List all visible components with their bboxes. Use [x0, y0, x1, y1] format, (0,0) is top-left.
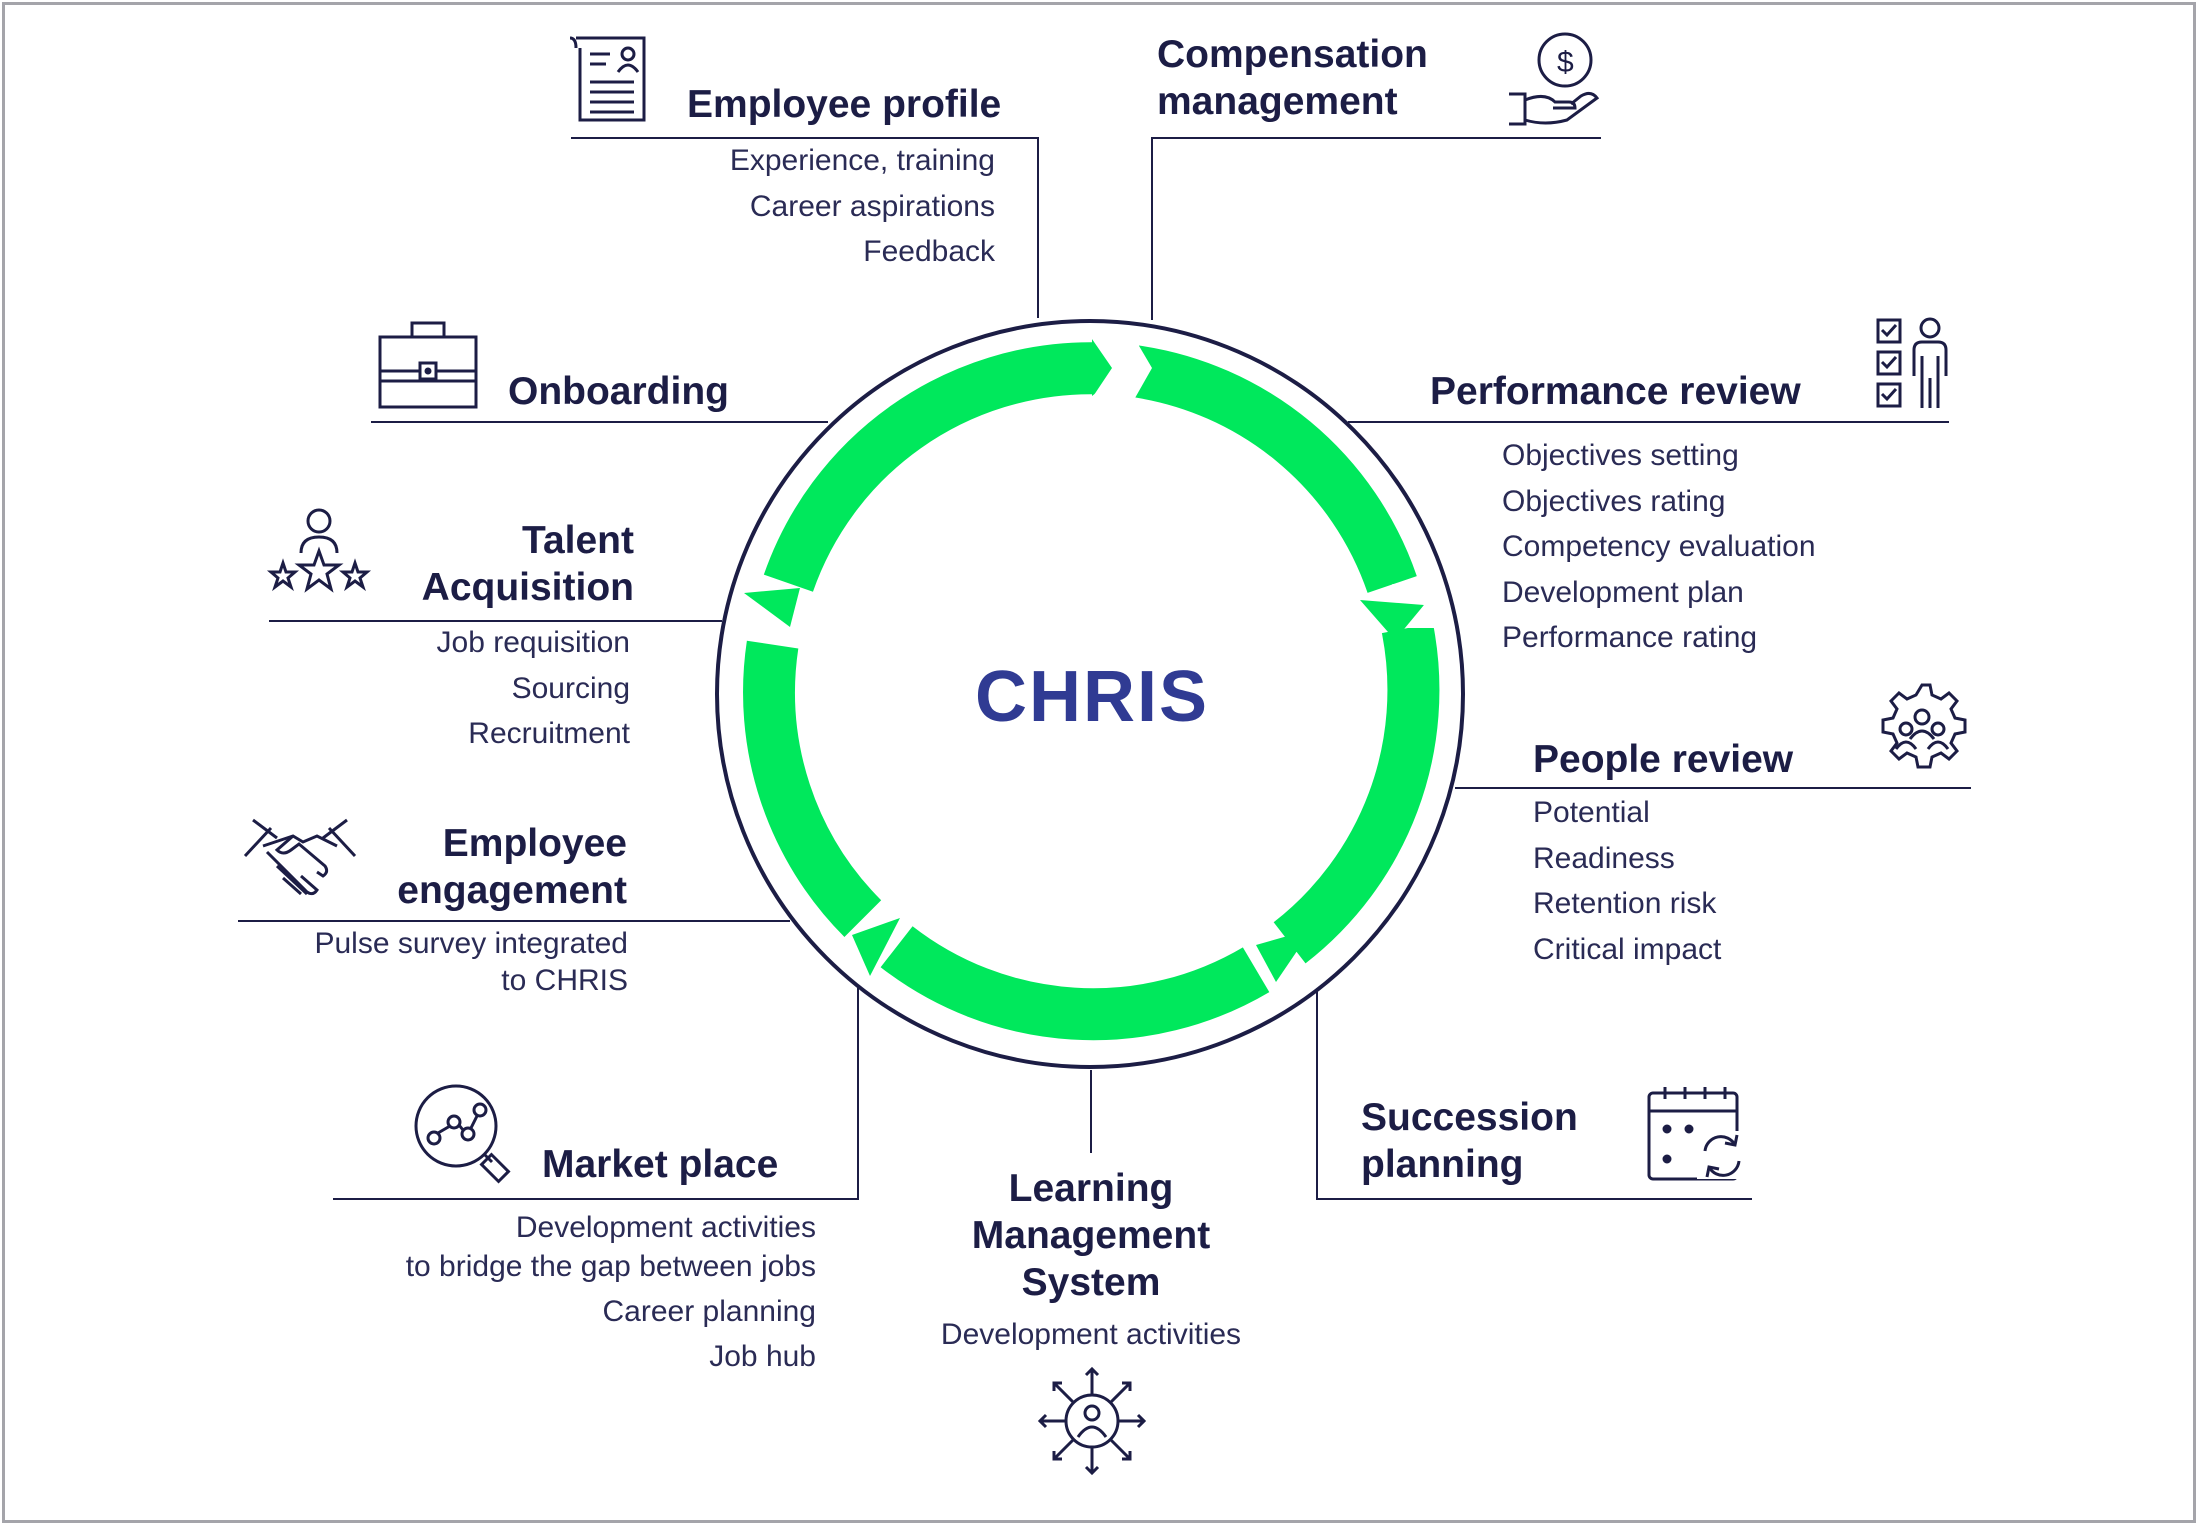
- employee-profile-items: Experience, training Career aspirations …: [600, 138, 995, 275]
- person-stars-icon: [266, 507, 372, 612]
- lms-items: Development activities: [891, 1312, 1291, 1358]
- onboarding-title: Onboarding: [508, 370, 729, 413]
- cycle-arrows: [743, 342, 1440, 1041]
- performance-review-items: Objectives setting Objectives rating Com…: [1502, 433, 1816, 661]
- employee-engagement-items: Pulse survey integrated to CHRIS: [230, 925, 628, 999]
- list-item: Career planning: [602, 1295, 816, 1328]
- people-review-title: People review: [1533, 738, 1794, 781]
- handshake-icon: [243, 816, 357, 911]
- calendar-refresh-icon: [1645, 1085, 1747, 1186]
- compensation-title: Compensation management: [1157, 33, 1428, 123]
- chris-logo: CHRIS: [975, 655, 1220, 737]
- list-item: Objectives rating: [1502, 484, 1726, 518]
- employee-engagement-title: Employee engagement: [397, 822, 627, 912]
- talent-acquisition-title: Talent Acquisition: [421, 519, 634, 609]
- list-item: Readiness: [1533, 841, 1675, 875]
- list-item: Development activities: [940, 1318, 1242, 1351]
- list-item: Performance rating: [1502, 621, 1758, 654]
- list-item: Competency evaluation: [1502, 530, 1816, 563]
- list-item: Development activities: [515, 1211, 816, 1244]
- people-review-items: Potential Readiness Retention risk Criti…: [1533, 790, 1721, 972]
- checklist-person-icon: [1876, 316, 1952, 415]
- list-item: Retention risk: [1533, 887, 1717, 920]
- list-item: Critical impact: [1533, 932, 1722, 966]
- employee-profile-title: Employee profile: [687, 83, 1002, 126]
- list-item: Job hub: [709, 1340, 816, 1373]
- cycle-arrow-heads: [744, 339, 1424, 982]
- list-item: Job requisition: [436, 626, 630, 659]
- list-item: Potential: [1533, 796, 1650, 829]
- market-place-title: Market place: [542, 1143, 779, 1186]
- list-item: Development plan: [1502, 575, 1744, 609]
- person-arrows-icon: [1036, 1365, 1148, 1482]
- performance-review-title: Performance review: [1430, 370, 1801, 413]
- list-item: Pulse survey integrated: [314, 927, 628, 960]
- market-place-items: Development activities to bridge the gap…: [300, 1208, 816, 1376]
- resume-icon: [566, 30, 662, 131]
- talent-acquisition-items: Job requisition Sourcing Recruitment: [330, 620, 630, 757]
- list-item: to bridge the gap between jobs: [405, 1250, 816, 1283]
- dollar-hand-icon: $: [1505, 30, 1605, 135]
- list-item: Recruitment: [468, 717, 630, 750]
- list-item: Sourcing: [511, 671, 630, 705]
- svg-text:CHRIS: CHRIS: [975, 657, 1209, 735]
- list-item: Objectives setting: [1502, 439, 1739, 472]
- gear-people-icon: [1870, 681, 1974, 782]
- lms-title: Learning Management System: [971, 1167, 1211, 1304]
- cycle-outer-ring: [715, 319, 1465, 1069]
- succession-planning-title: Succession planning: [1361, 1096, 1578, 1186]
- list-item: Career aspirations: [749, 189, 995, 223]
- list-item: Experience, training: [729, 144, 995, 177]
- search-chart-icon: [412, 1082, 512, 1187]
- list-item: to CHRIS: [501, 964, 628, 997]
- list-item: Feedback: [863, 235, 995, 268]
- briefcase-icon: [378, 319, 478, 416]
- svg-text:$: $: [1557, 46, 1574, 79]
